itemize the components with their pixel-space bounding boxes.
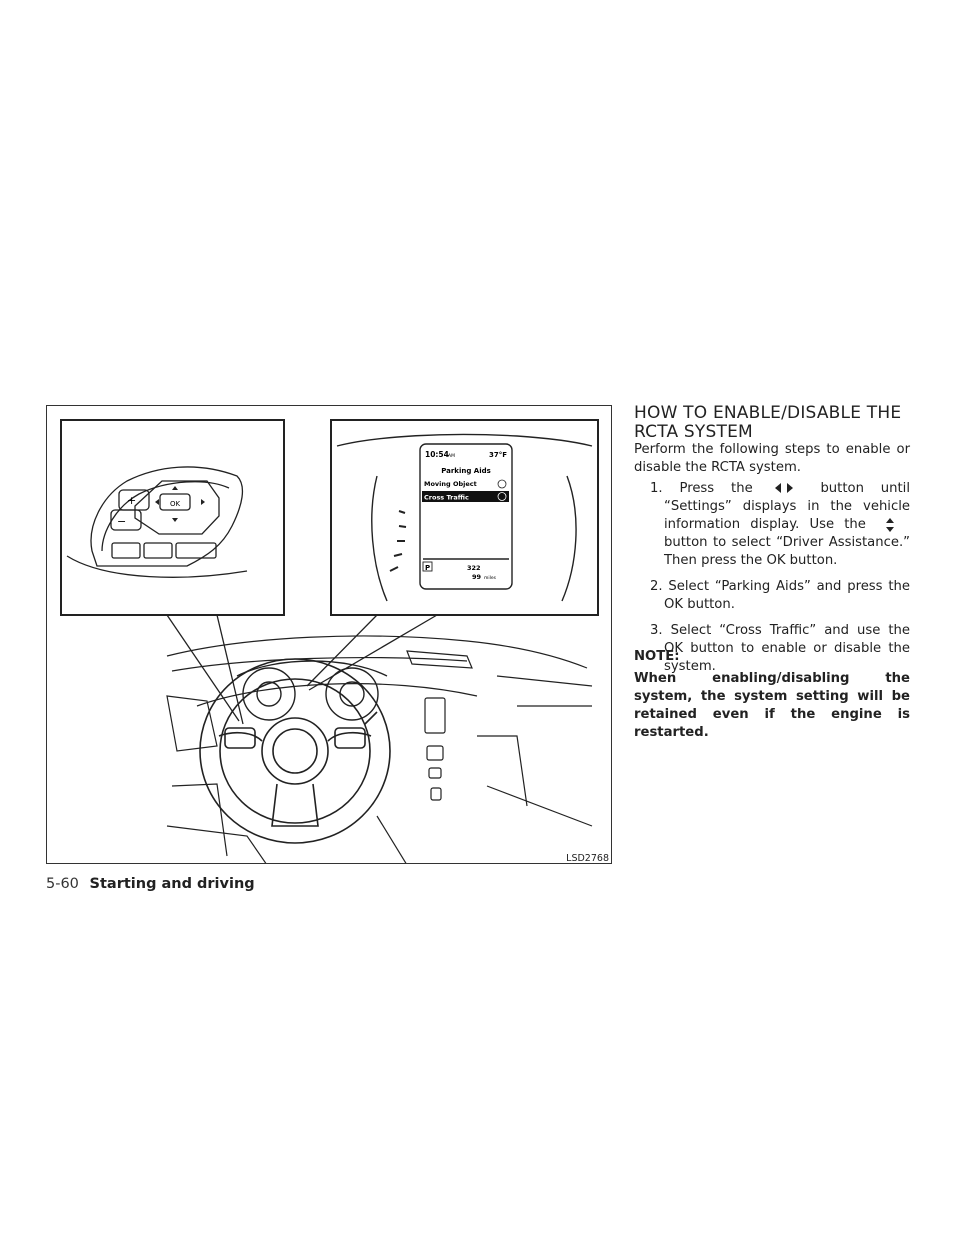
step-number: 3. bbox=[650, 623, 663, 638]
step-number: 1. bbox=[650, 481, 663, 496]
meter-cluster bbox=[336, 433, 593, 602]
display-inset-frame bbox=[330, 419, 599, 616]
display-menu-title: Parking Aids bbox=[441, 467, 491, 475]
step-1-text-c: button to select “Driver Assistance.” Th… bbox=[664, 535, 910, 568]
display-menu-item-moving-object: Moving Object bbox=[424, 480, 477, 488]
steps-list: 1. Press the button until “Settings” dis… bbox=[634, 480, 910, 684]
gear-indicator: P bbox=[425, 564, 430, 572]
step-1-text-a: Press the bbox=[679, 481, 753, 496]
left-right-arrow-icon bbox=[770, 482, 804, 494]
switch-inset-frame bbox=[60, 419, 285, 616]
figure-code: LSD2768 bbox=[566, 853, 609, 864]
gear-indicator-box bbox=[422, 561, 433, 572]
step-2: 2. Select “Parking Aids” and press the O… bbox=[644, 578, 910, 614]
step-3: 3. Select “Cross Traffic” and use the OK… bbox=[644, 622, 910, 676]
step-2-text: Select “Parking Aids” and press the OK b… bbox=[664, 579, 910, 612]
dashboard-illustration: + − OK 10:54 AM 37°F Parking Aids Moving… bbox=[46, 405, 612, 864]
trip-unit: miles bbox=[484, 575, 497, 581]
section-heading: HOW TO ENABLE/DISABLE THE RCTA SYSTEM bbox=[634, 403, 902, 442]
check-icon bbox=[497, 492, 507, 501]
callout-lines bbox=[166, 614, 438, 725]
note-body: When enabling/disabling the system, the … bbox=[634, 671, 910, 740]
note-title: NOTE: bbox=[634, 649, 680, 664]
step-3-text: Select “Cross Traffic” and use the OK bu… bbox=[664, 623, 910, 674]
steering-wheel bbox=[199, 658, 391, 844]
display-am: AM bbox=[448, 453, 455, 459]
step-number: 2. bbox=[650, 579, 663, 594]
switch-arrow-icons bbox=[155, 486, 205, 522]
page-footer: 5-60 Starting and driving bbox=[46, 876, 255, 892]
section-name: Starting and driving bbox=[89, 876, 255, 892]
range-value: 322 bbox=[467, 564, 481, 572]
steering-switch-panel bbox=[66, 466, 248, 578]
trip-value: 99 bbox=[472, 573, 482, 581]
step-1-text-b: button until “Settings” displays in the … bbox=[664, 481, 911, 532]
display-menu-item-cross-traffic: Cross Traffic bbox=[424, 494, 469, 502]
display-temperature: 37°F bbox=[489, 451, 507, 459]
display-clock: 10:54 bbox=[425, 450, 449, 459]
display-selected-row bbox=[422, 491, 509, 502]
ok-button-label: OK bbox=[170, 500, 181, 508]
volume-minus-label: − bbox=[117, 515, 126, 528]
check-icon bbox=[497, 479, 507, 489]
step-1: 1. Press the button until “Settings” dis… bbox=[644, 480, 910, 570]
steering-wheel-drawing: + − OK 10:54 AM 37°F Parking Aids Moving… bbox=[60, 419, 609, 864]
up-down-arrow-icon bbox=[876, 518, 910, 532]
volume-plus-label: + bbox=[127, 494, 136, 507]
dashboard-lines bbox=[166, 635, 593, 863]
intro-paragraph: Perform the following steps to enable or… bbox=[634, 442, 910, 475]
page-number: 5-60 bbox=[46, 876, 79, 892]
